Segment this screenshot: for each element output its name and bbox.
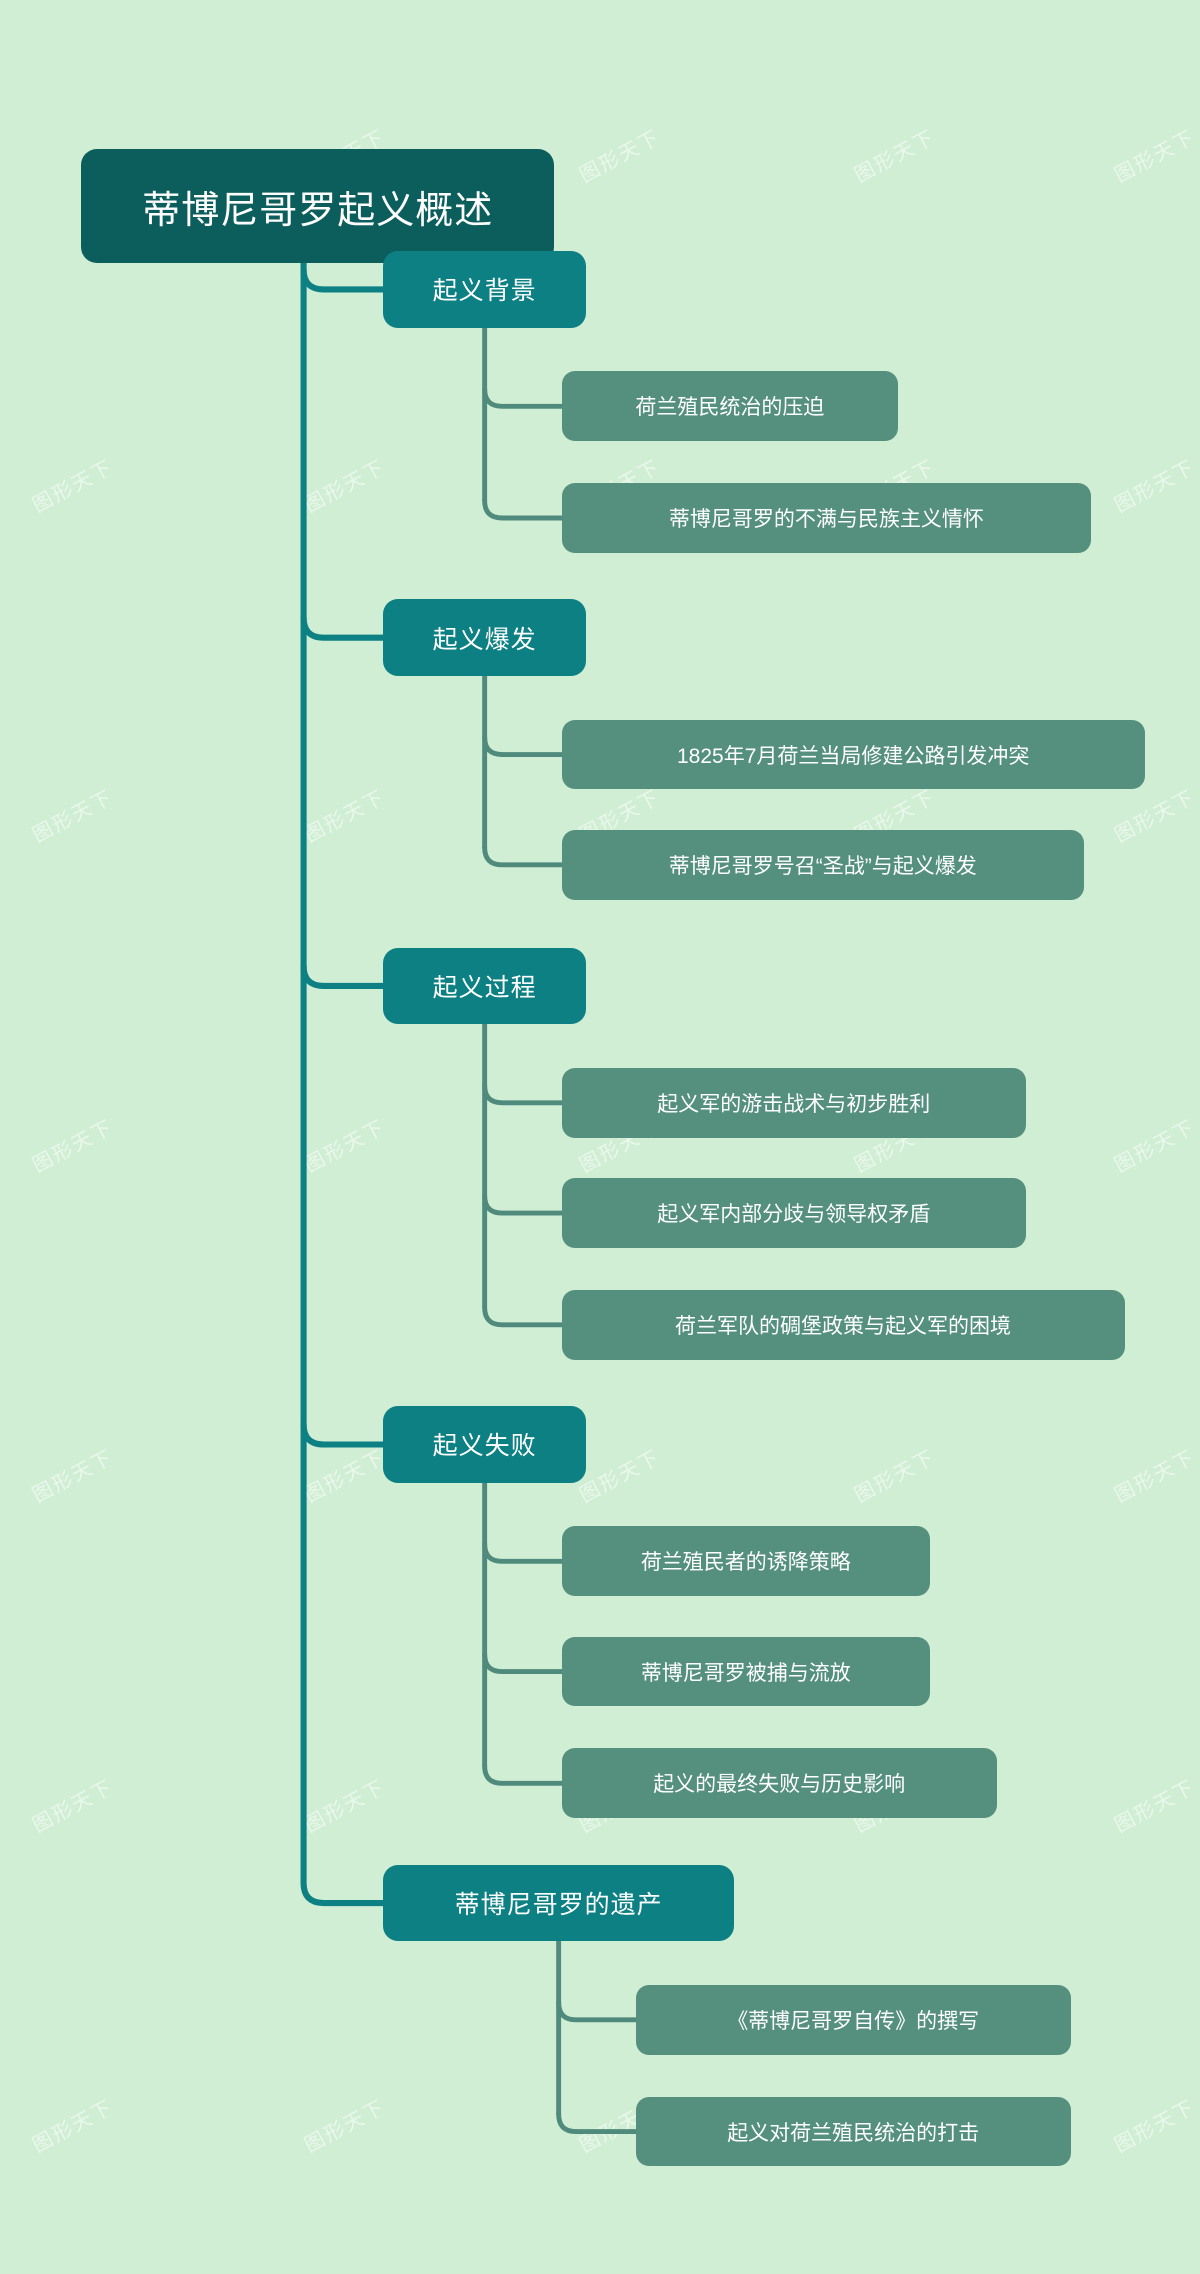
mindmap-branch-node[interactable]: 起义爆发 [383, 599, 587, 677]
connector-path [482, 1082, 565, 1106]
mindmap-leaf-node[interactable]: 《蒂博尼哥罗自传》的撰写 [635, 1985, 1071, 2055]
mindmap-branch-node[interactable]: 起义失败 [383, 1406, 587, 1483]
connector-path [300, 266, 387, 293]
connector-path [556, 1999, 639, 2023]
mindmap-leaf-node[interactable]: 荷兰殖民者的诱降策略 [561, 1526, 931, 1597]
connector-path [300, 614, 387, 641]
mindmap-leaf-node[interactable]: 荷兰军队的碉堡政策与起义军的困境 [561, 1289, 1125, 1360]
connector-path [482, 1193, 565, 1216]
mindmap-leaf-node[interactable]: 1825年7月荷兰当局修建公路引发冲突 [561, 719, 1145, 790]
connector-path [482, 1541, 565, 1564]
connector-path [482, 734, 565, 758]
mindmap-branch-node[interactable]: 蒂博尼哥罗的遗产 [383, 1864, 735, 1942]
connector-path [482, 844, 565, 868]
mindmap-leaf-node[interactable]: 荷兰殖民统治的压迫 [561, 371, 899, 442]
mindmap-leaf-node[interactable]: 起义对荷兰殖民统治的打击 [635, 2096, 1071, 2167]
connector-path [300, 1421, 387, 1448]
connector-path [482, 1763, 565, 1786]
mindmap-leaf-node[interactable]: 蒂博尼哥罗号召“圣战”与起义爆发 [561, 829, 1084, 900]
connector-path [556, 2111, 639, 2135]
mindmap-leaf-node[interactable]: 蒂博尼哥罗的不满与民族主义情怀 [561, 483, 1092, 553]
mindmap-branch-node[interactable]: 起义过程 [383, 947, 587, 1025]
mindmap-leaf-node[interactable]: 起义军内部分歧与领导权矛盾 [561, 1178, 1026, 1248]
connector-path [300, 962, 387, 990]
connector-path [300, 1879, 387, 1907]
mindmap-leaf-node[interactable]: 起义军的游击战术与初步胜利 [561, 1067, 1026, 1138]
mindmap-leaf-node[interactable]: 起义的最终失败与历史影响 [561, 1748, 997, 1819]
connector-path [482, 386, 565, 409]
mindmap-leaf-node[interactable]: 蒂博尼哥罗被捕与流放 [561, 1636, 931, 1707]
connector-path [482, 498, 565, 521]
mindmap-root-node[interactable]: 蒂博尼哥罗起义概述 [81, 149, 555, 263]
connector-path [482, 1651, 565, 1675]
mindmap-branch-node[interactable]: 起义背景 [383, 251, 587, 328]
connector-path [482, 1304, 565, 1328]
